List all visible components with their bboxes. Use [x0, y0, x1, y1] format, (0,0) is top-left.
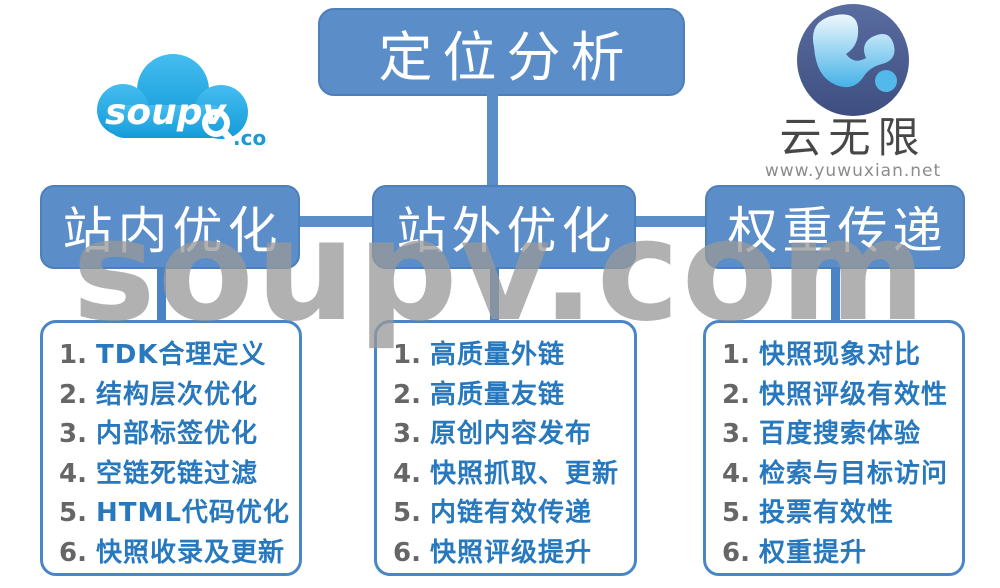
connector-branch1-list	[157, 267, 166, 323]
list-item: 3. 百度搜索体验	[722, 415, 954, 453]
list-item: 5. 投票有效性	[722, 494, 954, 532]
list-item: 1. TDK合理定义	[59, 336, 291, 374]
branch-node-onsite-optimization: 站内优化	[40, 185, 300, 269]
list-item: 6. 快照评级提升	[393, 534, 626, 572]
item-number: 2.	[722, 379, 750, 410]
item-number: 4.	[722, 458, 750, 489]
item-number: 1.	[59, 340, 87, 371]
list-item: 5. HTML代码优化	[59, 494, 291, 532]
item-text: 高质量友链	[429, 379, 565, 410]
item-text: 快照现象对比	[758, 340, 921, 371]
item-number: 6.	[393, 537, 421, 568]
item-number: 4.	[59, 458, 87, 489]
connector-branch1-branch2	[296, 216, 376, 227]
item-number: 6.	[722, 537, 750, 568]
soupv-tld: .com	[233, 126, 268, 148]
item-number: 5.	[393, 498, 421, 529]
list-box-weight: 1. 快照现象对比 2. 快照评级有效性 3. 百度搜索体验 4. 检索与目标访…	[703, 320, 965, 576]
list-item: 1. 快照现象对比	[722, 336, 954, 374]
item-number: 3.	[722, 419, 750, 450]
connector-branch2-branch3	[632, 216, 709, 227]
list-item: 6. 快照收录及更新	[59, 534, 291, 572]
item-text: 高质量外链	[429, 340, 565, 371]
item-text: 空链死链过滤	[95, 458, 258, 489]
item-number: 5.	[59, 498, 87, 529]
item-text: 投票有效性	[758, 498, 894, 529]
list-item: 4. 空链死链过滤	[59, 455, 291, 493]
item-text: 快照抓取、更新	[429, 458, 619, 489]
item-number: 4.	[393, 458, 421, 489]
item-text: TDK合理定义	[95, 340, 267, 371]
item-number: 3.	[59, 419, 87, 450]
item-number: 5.	[722, 498, 750, 529]
item-text: 内部标签优化	[95, 419, 258, 450]
item-number: 6.	[59, 537, 87, 568]
item-number: 2.	[393, 379, 421, 410]
item-text: 百度搜索体验	[758, 419, 921, 450]
magnifier-icon	[202, 109, 236, 145]
root-node-positioning-analysis: 定位分析	[318, 8, 685, 96]
branch-node-weight-transfer: 权重传递	[705, 185, 965, 269]
item-number: 1.	[722, 340, 750, 371]
list-box-onsite: 1. TDK合理定义 2. 结构层次优化 3. 内部标签优化 4. 空链死链过滤…	[40, 320, 302, 576]
list-item: 4. 快照抓取、更新	[393, 455, 626, 493]
list-item: 2. 快照评级有效性	[722, 376, 954, 414]
item-number: 2.	[59, 379, 87, 410]
list-item: 3. 内部标签优化	[59, 415, 291, 453]
connector-branch3-list	[831, 267, 840, 323]
item-text: 快照评级提升	[429, 537, 592, 568]
soupv-logo: soupv .com	[97, 54, 268, 148]
list-item: 4. 检索与目标访问	[722, 455, 954, 493]
list-item: 6. 权重提升	[722, 534, 954, 572]
connector-branch2-list	[490, 267, 499, 323]
yunwuxian-mark-icon	[797, 4, 909, 116]
yunwuxian-logo: 云无限 www.yuwuxian.net	[763, 2, 943, 182]
list-item: 2. 高质量友链	[393, 376, 626, 414]
item-number: 3.	[393, 419, 421, 450]
yunwuxian-site-url: www.yuwuxian.net	[764, 161, 942, 181]
item-number: 1.	[393, 340, 421, 371]
list-item: 3. 原创内容发布	[393, 415, 626, 453]
item-text: 原创内容发布	[429, 419, 592, 450]
item-text: 结构层次优化	[95, 379, 258, 410]
branch-node-offsite-optimization: 站外优化	[372, 185, 636, 269]
item-text: 快照收录及更新	[95, 537, 285, 568]
item-text: 快照评级有效性	[758, 379, 948, 410]
item-text: HTML代码优化	[95, 498, 290, 529]
item-text: 内链有效传递	[429, 498, 592, 529]
item-text: 检索与目标访问	[758, 458, 948, 489]
connector-root-vertical	[487, 94, 498, 187]
list-box-offsite: 1. 高质量外链 2. 高质量友链 3. 原创内容发布 4. 快照抓取、更新 5…	[374, 320, 637, 576]
list-item: 2. 结构层次优化	[59, 376, 291, 414]
list-item: 5. 内链有效传递	[393, 494, 626, 532]
yunwuxian-brand: 云无限	[779, 113, 927, 162]
list-item: 1. 高质量外链	[393, 336, 626, 374]
item-text: 权重提升	[758, 537, 867, 568]
